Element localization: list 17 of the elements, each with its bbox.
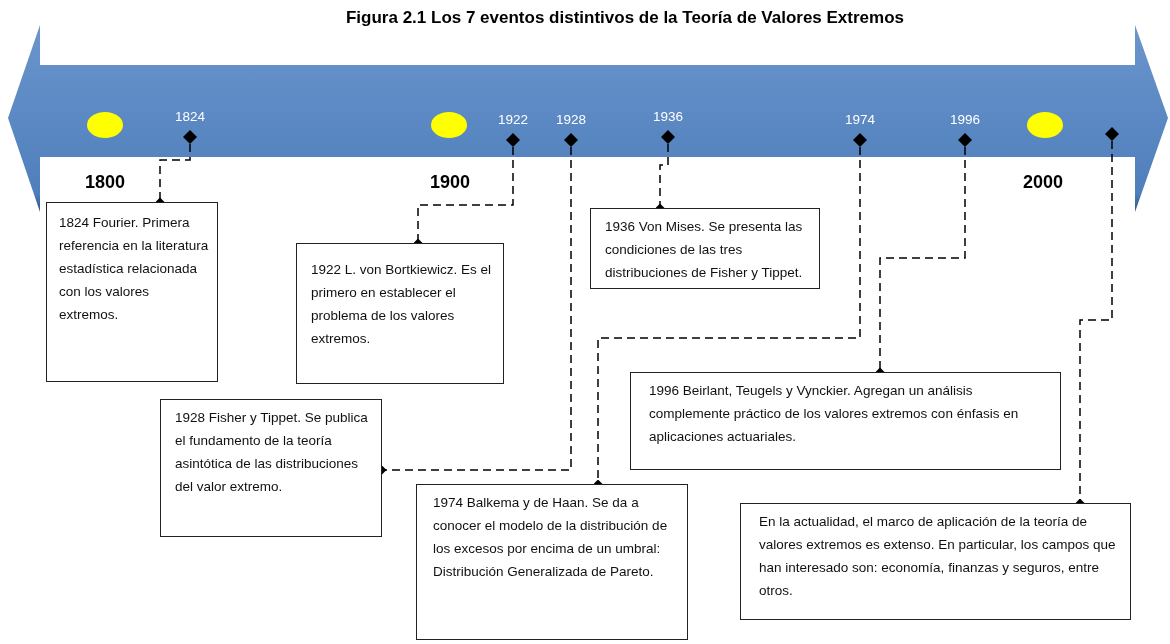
century-label: 1800 xyxy=(83,172,126,193)
year-label: 1996 xyxy=(948,112,981,128)
event-box: 1996 Beirlant, Teugels y Vynckier. Agregan un análisis complemente práctico de los valores extremos con énfasis en aplicaciones actuariales. xyxy=(630,372,1061,470)
year-label: 1922 xyxy=(496,112,529,128)
year-label: 1928 xyxy=(554,112,587,128)
event-box: 1928 Fisher y Tippet. Se publica el fundamento de la teoría asintótica de las distribuciones del valor extremo. xyxy=(160,399,382,537)
event-box: 1974 Balkema y de Haan. Se da a conocer el modelo de la distribución de los excesos por encima de un umbral: Distribución Generalizada de Pareto. xyxy=(416,484,688,640)
year-label: 1936 xyxy=(651,109,684,125)
event-box: En la actualidad, el marco de aplicación de la teoría de valores extremos es extenso. En particular, los campos que han interesado son: economía, finanzas y seguros, entre otros. xyxy=(740,503,1131,620)
century-label: 1900 xyxy=(428,172,471,193)
event-box: 1922 L. von Bortkiewicz. Es el primero en establecer el problema de los valores extremos. xyxy=(296,243,504,384)
year-label: 1824 xyxy=(173,109,206,125)
figure-title: Figura 2.1 Los 7 eventos distintivos de la Teoría de Valores Extremos xyxy=(344,8,905,28)
year-label: 1974 xyxy=(843,112,876,128)
event-box: 1824 Fourier. Primera referencia en la literatura estadística relacionada con los valores extremos. xyxy=(46,202,218,382)
century-label: 2000 xyxy=(1021,172,1064,193)
event-box: 1936 Von Mises. Se presenta las condiciones de las tres distribuciones de Fisher y Tippet. xyxy=(590,208,820,289)
